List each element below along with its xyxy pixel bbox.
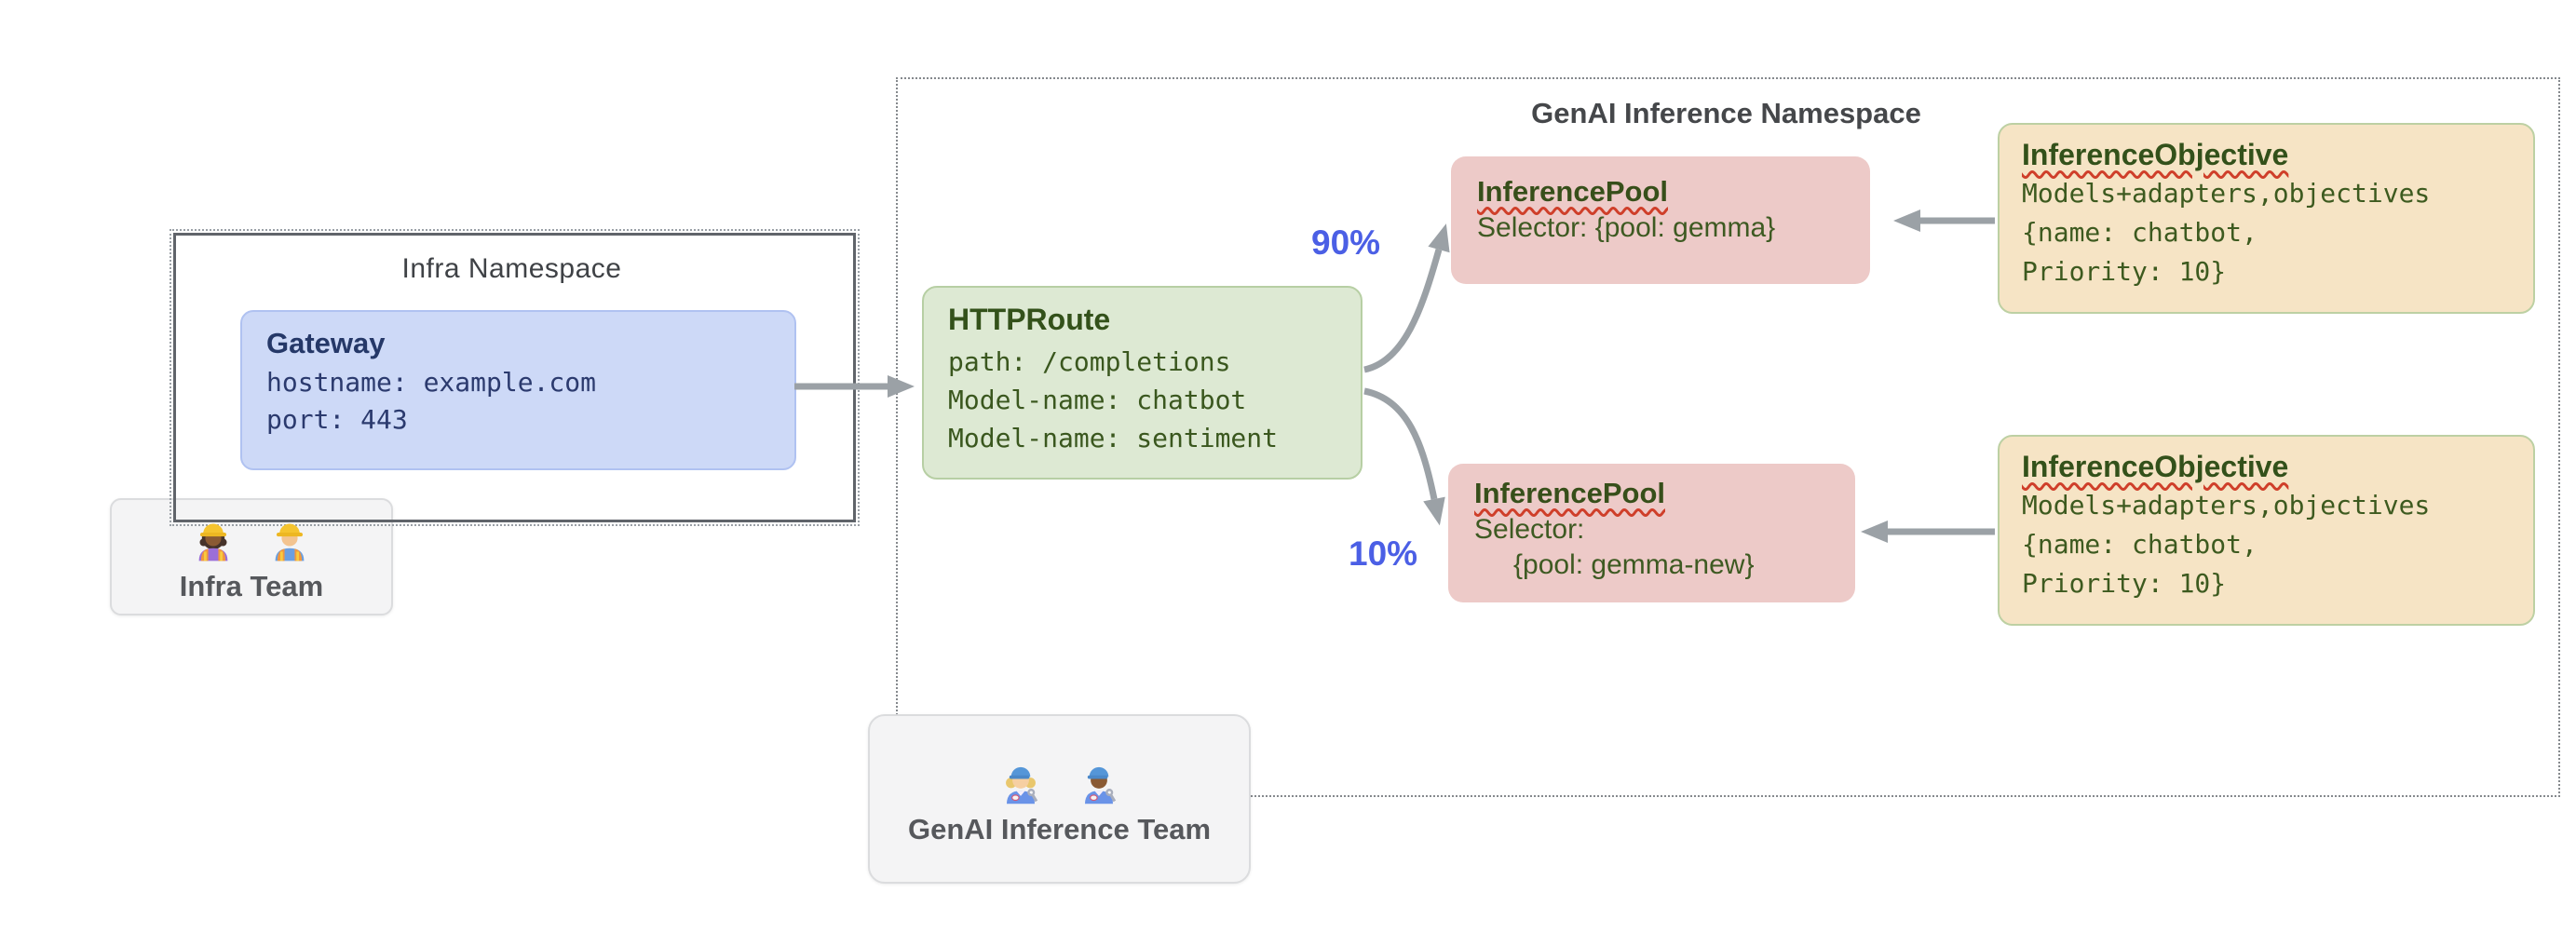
inferencepool-gemma-title: InferencePool xyxy=(1477,175,1844,209)
inferencepool-gemma-new-title-text: InferencePool xyxy=(1474,477,1665,509)
inferenceobjective-top-title-text: InferenceObjective xyxy=(2022,138,2289,171)
traffic-split-10: 10% xyxy=(1349,534,1418,573)
inferenceobjective-bottom-line2: {name: chatbot, xyxy=(2022,529,2257,560)
mechanic-man-icon xyxy=(1084,766,1116,805)
construction-worker-woman-icon xyxy=(198,523,228,561)
inferenceobjective-bottom-title-text: InferenceObjective xyxy=(2022,450,2289,483)
genai-team-icons xyxy=(993,751,1127,807)
inferenceobjective-bottom-box: InferenceObjective Models+adapters,objec… xyxy=(1998,435,2535,626)
inferenceobjective-top-line1: Models+adapters,objectives xyxy=(2022,178,2431,209)
inferencepool-gemma-new-selector: Selector: xyxy=(1474,514,1585,545)
inferenceobjective-bottom-line3: Priority: 10} xyxy=(2022,568,2227,599)
inferenceobjective-top-title: InferenceObjective xyxy=(2022,138,2511,172)
inferencepool-gemma-new-selector-value: {pool: gemma-new} xyxy=(1513,549,1755,580)
httproute-box: HTTPRoute path: /completions Model-name:… xyxy=(922,286,1363,480)
inferencepool-gemma-new-box: InferencePool Selector: {pool: gemma-new… xyxy=(1448,464,1855,602)
inferenceobjective-top-line3: Priority: 10} xyxy=(2022,256,2227,287)
traffic-split-90: 90% xyxy=(1311,223,1381,262)
infra-team-icons xyxy=(186,510,317,564)
gateway-hostname: hostname: example.com xyxy=(266,367,597,398)
inferencepool-gemma-title-text: InferencePool xyxy=(1477,175,1668,208)
genai-namespace-label: GenAI Inference Namespace xyxy=(1531,97,1921,129)
mechanic-woman-icon xyxy=(1005,766,1037,805)
genai-namespace-box xyxy=(896,77,2560,797)
gateway-port: port: 443 xyxy=(266,404,408,435)
inferenceobjective-bottom-line1: Models+adapters,objectives xyxy=(2022,490,2431,521)
inferencepool-gemma-new-title: InferencePool xyxy=(1474,477,1829,510)
gateway-box: Gateway hostname: example.com port: 443 xyxy=(240,310,796,470)
inferencepool-gemma-selector: Selector: {pool: gemma} xyxy=(1477,212,1776,243)
genai-team-label: GenAI Inference Team xyxy=(907,813,1212,845)
inferenceobjective-top-line2: {name: chatbot, xyxy=(2022,217,2257,248)
infra-team-box: Infra Team xyxy=(110,498,393,615)
infra-namespace-box xyxy=(169,229,860,526)
genai-team-box: GenAI Inference Team xyxy=(868,714,1251,884)
httproute-model-chatbot: Model-name: chatbot xyxy=(948,385,1247,415)
httproute-title: HTTPRoute xyxy=(948,303,1111,336)
inferenceobjective-bottom-title: InferenceObjective xyxy=(2022,450,2511,484)
httproute-path: path: /completions xyxy=(948,346,1231,377)
gateway-title: Gateway xyxy=(266,327,386,359)
infra-team-label: Infra Team xyxy=(179,570,324,602)
construction-worker-man-icon xyxy=(275,523,305,561)
inferencepool-gemma-box: InferencePool Selector: {pool: gemma} xyxy=(1451,156,1870,284)
httproute-model-sentiment: Model-name: sentiment xyxy=(948,423,1279,453)
inferenceobjective-top-box: InferenceObjective Models+adapters,objec… xyxy=(1998,123,2535,314)
infra-namespace-label: Infra Namespace xyxy=(401,253,622,284)
